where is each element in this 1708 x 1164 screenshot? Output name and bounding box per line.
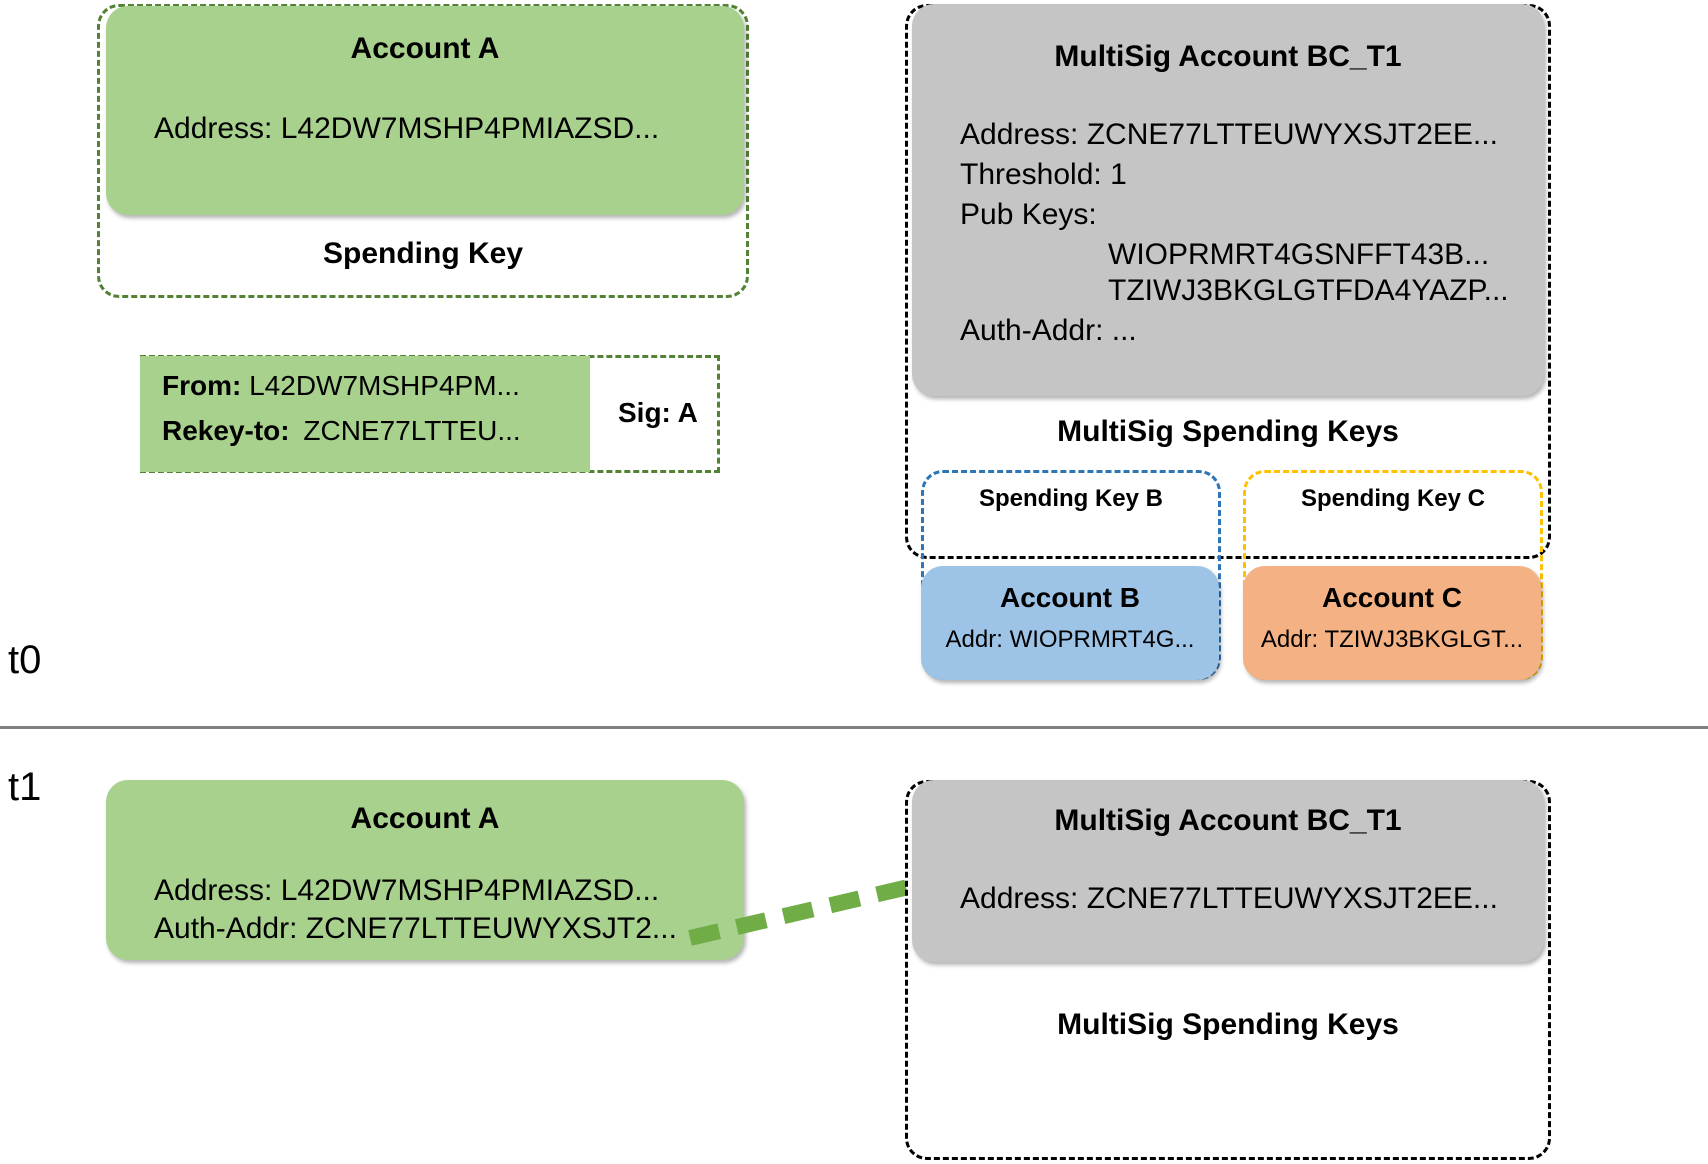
account-c-address: Addr: TZIWJ3BKGLGT...: [1260, 626, 1524, 653]
time-label-t1: t1: [8, 765, 42, 809]
transaction-from-value: L42DW7MSHP4PM...: [249, 370, 520, 401]
account-b-title: Account B: [1000, 582, 1140, 613]
spending-key-a-label: Spending Key: [322, 237, 524, 270]
transaction-body-fill: [140, 356, 590, 472]
account-a-auth-addr-t1: Auth-Addr: ZCNE77LTTEUWYXSJT2...: [154, 912, 677, 945]
timeline-divider: [0, 726, 1708, 729]
account-a-address-t0: Address: L42DW7MSHP4PMIAZSD...: [154, 112, 660, 145]
spending-key-a-container: [97, 4, 749, 298]
spending-key-c-label: Spending Key C: [1300, 485, 1486, 512]
multisig-address-t1: Address: ZCNE77LTTEUWYXSJT2EE...: [960, 882, 1498, 915]
account-b-address: Addr: WIOPRMRT4G...: [945, 626, 1195, 653]
account-c-card: Account C Addr: TZIWJ3BKGLGT...: [1243, 566, 1541, 680]
time-label-t0: t0: [8, 638, 42, 682]
spending-key-b-label: Spending Key B: [978, 485, 1164, 512]
multisig-pubkey-2-t0: TZIWJ3BKGLGTFDA4YAZP...: [1108, 274, 1509, 307]
multisig-address-t0: Address: ZCNE77LTTEUWYXSJT2EE...: [960, 118, 1498, 151]
multisig-threshold-t0: Threshold: 1: [960, 158, 1127, 191]
multisig-title-t1: MultiSig Account BC_T1: [1054, 804, 1402, 837]
account-b-card: Account B Addr: WIOPRMRT4G...: [921, 566, 1219, 680]
multisig-spending-keys-label-t1: MultiSig Spending Keys: [1057, 1008, 1399, 1041]
multisig-pubkey-1-t0: WIOPRMRT4GSNFFT43B...: [1108, 238, 1490, 271]
account-a-card-t1: Account A Address: L42DW7MSHP4PMIAZSD...…: [106, 780, 744, 960]
multisig-title-t0: MultiSig Account BC_T1: [1054, 40, 1402, 73]
account-a-title-t1: Account A: [350, 802, 500, 835]
account-c-title: Account C: [1322, 582, 1462, 613]
transaction-rekey-value: ZCNE77LTTEU...: [303, 415, 521, 446]
multisig-auth-addr-t0: Auth-Addr: ...: [960, 314, 1137, 347]
transaction-from-label: From:: [162, 370, 242, 401]
multisig-account-card-t1: MultiSig Account BC_T1 Address: ZCNE77LT…: [912, 780, 1544, 962]
account-a-title-t0: Account A: [350, 32, 500, 65]
multisig-pubkeys-label-t0: Pub Keys:: [960, 198, 1097, 231]
account-a-address-t1: Address: L42DW7MSHP4PMIAZSD...: [154, 874, 660, 907]
account-a-card-t0: Account A Address: L42DW7MSHP4PMIAZSD...: [106, 6, 744, 215]
multisig-spending-keys-label-t0: MultiSig Spending Keys: [1057, 415, 1399, 448]
transaction-rekey-label: Rekey-to:: [162, 415, 290, 446]
transaction-sig-label: Sig: A: [618, 397, 698, 428]
transaction-from-row: From: L42DW7MSHP4PM...: [162, 370, 520, 402]
transaction-rekey-row: Rekey-to: ZCNE77LTTEU...: [162, 415, 521, 447]
multisig-account-card-t0: MultiSig Account BC_T1 Address: ZCNE77LT…: [912, 4, 1544, 396]
